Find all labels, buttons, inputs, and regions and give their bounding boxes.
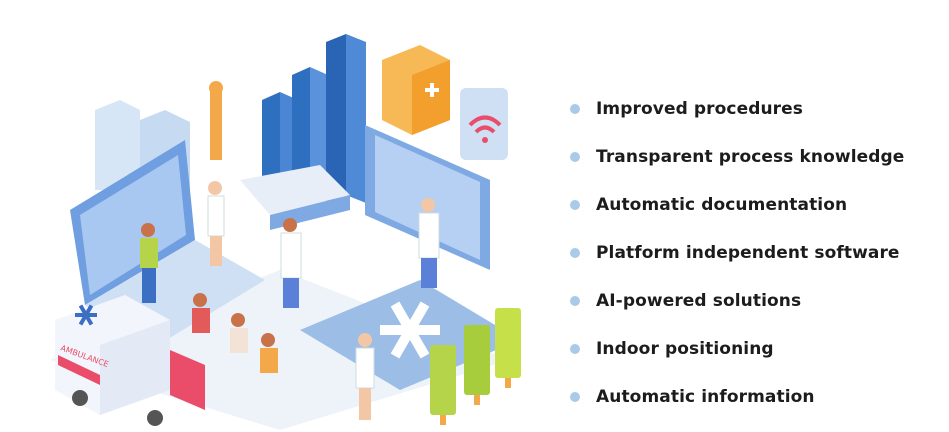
- feature-text: Automatic documentation: [596, 195, 848, 215]
- bullet-icon: [570, 296, 580, 306]
- bullet-icon: [570, 392, 580, 402]
- feature-text: Automatic information: [596, 387, 815, 407]
- feature-list: Improved procedures Transparent process …: [570, 96, 904, 432]
- hospital-illustration: AMBULANCE: [50, 34, 521, 430]
- bar-chart-towers: [262, 34, 366, 203]
- bullet-icon: [570, 104, 580, 114]
- medical-star-icon: [380, 301, 440, 359]
- trees: [430, 308, 521, 425]
- people: [140, 181, 440, 420]
- feature-text: AI-powered solutions: [596, 291, 802, 311]
- bullet-icon: [570, 248, 580, 258]
- bullet-icon: [570, 152, 580, 162]
- feature-item: Automatic information: [570, 384, 904, 432]
- feature-text: Indoor positioning: [596, 339, 774, 359]
- feature-item: Improved procedures: [570, 96, 904, 144]
- feature-item: Platform independent software: [570, 240, 904, 288]
- feature-text: Platform independent software: [596, 243, 900, 263]
- feature-text: Improved procedures: [596, 99, 804, 119]
- wifi-card: [460, 88, 508, 160]
- bullet-icon: [570, 344, 580, 354]
- ambulance: AMBULANCE: [55, 295, 205, 426]
- feature-item: Transparent process knowledge: [570, 144, 904, 192]
- feature-item: AI-powered solutions: [570, 288, 904, 336]
- bullet-icon: [570, 200, 580, 210]
- feature-text: Transparent process knowledge: [596, 147, 905, 167]
- feature-item: Automatic documentation: [570, 192, 904, 240]
- feature-item: Indoor positioning: [570, 336, 904, 384]
